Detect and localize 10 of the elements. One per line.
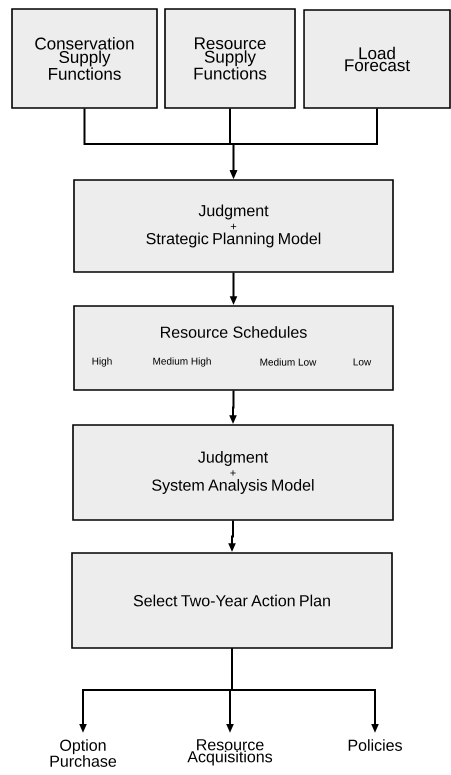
output-text: Policies <box>348 739 402 751</box>
output-text: Option Purchase <box>50 739 116 767</box>
process-box: Conservation Supply Functions <box>11 8 158 109</box>
process-box: Resource Supply Functions <box>164 8 296 109</box>
process-box: Judgment + Strategic Planning Model <box>73 179 394 273</box>
output-text: Resource Acquisitions <box>187 739 272 766</box>
process-box: Select Two-Year Action Plan <box>71 552 393 649</box>
process-box: Judgment + System Analysis Model <box>72 424 394 521</box>
process-box: Resource Schedules High Medium High Medium Low Low <box>73 305 394 391</box>
process-box: Load Forecast <box>303 9 451 109</box>
